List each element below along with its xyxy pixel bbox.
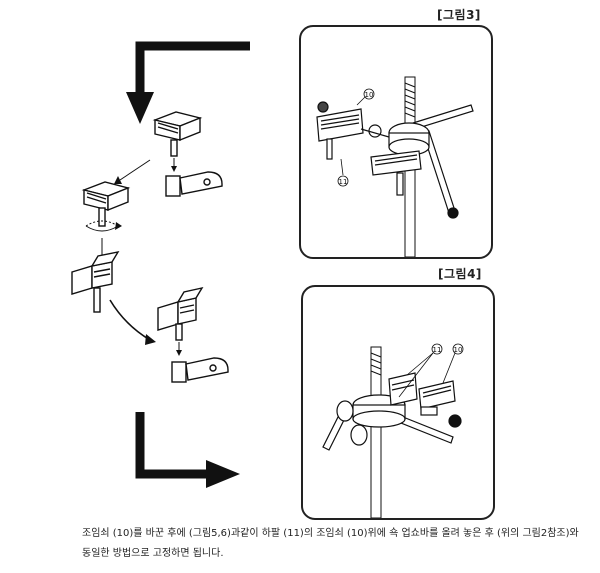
hub — [360, 122, 430, 156]
threaded-rod — [370, 346, 382, 518]
caption-line-1: 조임쇠 (10)를 바꾼 후에 (그림5,6)과같이 하팔 (11)의 조임쇠 … — [82, 528, 579, 539]
small-arrow — [114, 159, 151, 184]
figure-3-panel: 10 11 — [299, 25, 493, 259]
clamp-part-4 — [157, 286, 204, 341]
marker-10: 10 — [356, 88, 375, 106]
clamp-left — [388, 372, 418, 406]
clamp-part-3 — [71, 251, 120, 313]
cross-arm — [412, 104, 474, 219]
figure-3-label: [그림3] — [437, 8, 481, 22]
svg-text:11: 11 — [433, 346, 442, 354]
figure-4-label: [그림4] — [438, 267, 482, 281]
assembly-sequence-diagram — [71, 41, 250, 488]
clamp-right — [418, 380, 456, 416]
small-arrow — [176, 342, 182, 356]
holder-part-2 — [171, 357, 229, 383]
curved-arrow — [109, 299, 156, 345]
clamp-lower — [370, 150, 422, 196]
clamp-part-2 — [81, 181, 131, 227]
holder-part-1 — [165, 171, 223, 197]
small-arrow — [171, 158, 177, 172]
marker-11: 11 — [337, 158, 349, 187]
rotate-arrow-icon — [85, 220, 122, 232]
figure-4-drawing: 11 10 — [322, 343, 464, 518]
svg-text:11: 11 — [339, 178, 348, 186]
marker-11: 11 — [398, 343, 443, 398]
svg-text:10: 10 — [365, 91, 374, 99]
marker-10: 10 — [442, 343, 464, 384]
clamp-part-1 — [152, 111, 203, 157]
figure-4-panel: 11 10 — [301, 285, 495, 520]
caption-line-2: 동일한 방법으로 고정하면 됩니다. — [82, 548, 224, 559]
clamp-upper — [316, 101, 364, 160]
flow-arrow-top — [126, 41, 250, 124]
figure-3-drawing: 10 11 — [316, 76, 474, 257]
flow-arrow-bottom — [135, 412, 240, 488]
svg-text:10: 10 — [454, 346, 463, 354]
instruction-caption: 조임쇠 (10)를 바꾼 후에 (그림5,6)과같이 하팔 (11)의 조임쇠 … — [82, 524, 582, 564]
